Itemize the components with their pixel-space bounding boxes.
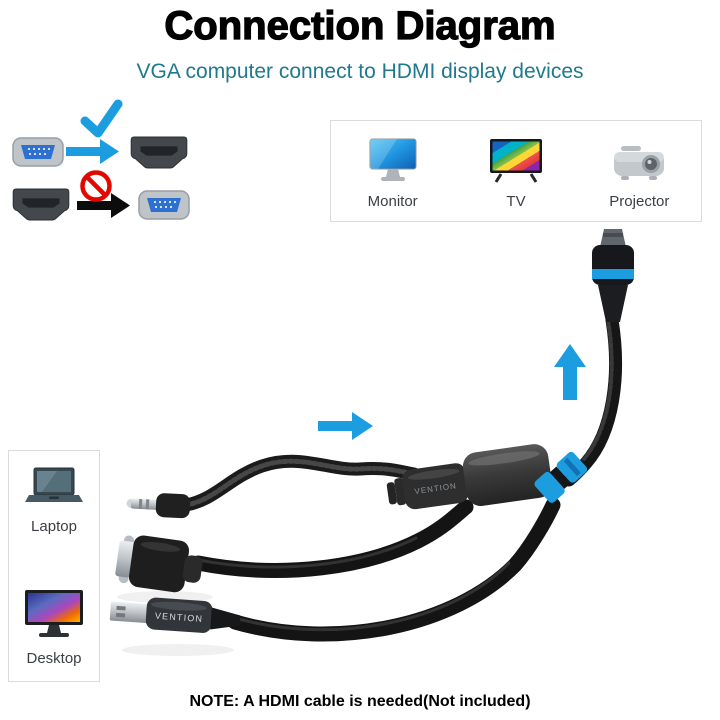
projector-icon xyxy=(614,146,665,180)
page-subtitle: VGA computer connect to HDMI display dev… xyxy=(136,60,584,83)
display-label: Projector xyxy=(609,193,670,210)
shadow xyxy=(122,644,234,656)
adapter-body: VENTION xyxy=(386,444,552,510)
source-label: Desktop xyxy=(26,650,82,667)
check-icon xyxy=(80,99,123,138)
arrow-up-icon xyxy=(554,344,586,400)
compatibility-diagram xyxy=(12,99,190,221)
display-monitor: Monitor xyxy=(331,121,454,221)
hdmi-port-icon xyxy=(12,188,70,221)
display-tv: TV xyxy=(454,121,577,221)
tv-icon xyxy=(489,139,542,183)
vga-port-icon xyxy=(12,137,64,167)
usb-plug: VENTION xyxy=(109,597,241,633)
no-sign-icon xyxy=(80,170,112,202)
note-text: NOTE: A HDMI cable is needed(Not include… xyxy=(189,693,531,710)
display-projector: Projector xyxy=(578,121,701,221)
vga-port-icon xyxy=(138,190,190,220)
source-laptop: Laptop xyxy=(25,467,83,535)
source-desktop: Desktop xyxy=(23,589,85,667)
page-title: Connection Diagram xyxy=(164,3,556,48)
hdmi-port-icon xyxy=(130,136,188,169)
vga-plug xyxy=(115,535,203,593)
display-label: Monitor xyxy=(367,193,418,210)
display-label: TV xyxy=(506,193,526,210)
desktop-icon xyxy=(25,590,83,637)
no-sign-slash xyxy=(84,174,108,198)
arrow-right-icon xyxy=(77,193,130,218)
cables xyxy=(179,313,622,642)
brand-text: VENTION xyxy=(155,611,204,624)
arrow-right-icon xyxy=(66,139,119,164)
sources-box: Laptop Desktop xyxy=(8,450,100,682)
hdmi-coupler xyxy=(534,451,588,503)
arrow-right-icon xyxy=(318,412,373,440)
hdmi-plug xyxy=(592,229,634,322)
displays-box: Monitor TV xyxy=(330,120,702,222)
source-label: Laptop xyxy=(31,518,77,535)
laptop-icon xyxy=(25,467,83,502)
audio-jack-plug xyxy=(126,493,191,519)
monitor-icon xyxy=(369,138,417,181)
